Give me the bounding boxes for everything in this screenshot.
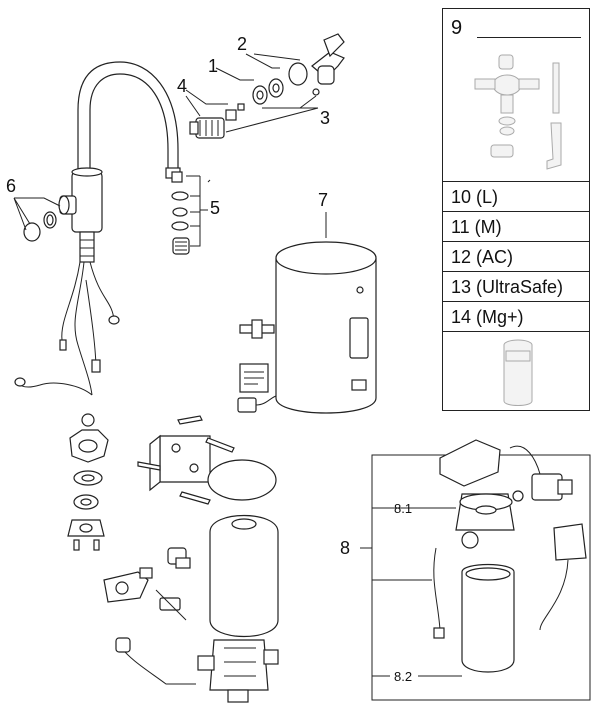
- accessory-11-label: 11 (M): [451, 217, 502, 237]
- filter-cartridge-illustration: [503, 339, 533, 406]
- callout-1: 1: [208, 56, 218, 76]
- filter-frame: [371, 439, 591, 701]
- fittings: [103, 547, 196, 685]
- divider: [443, 271, 589, 272]
- accessory-panel: 9 10 (L) 11 (M) 12 (AC) 13 (UltraSafe) 1…: [442, 8, 590, 411]
- faucet-body: [58, 61, 181, 263]
- divider: [443, 211, 589, 212]
- supply-hoses: [14, 261, 120, 396]
- boiler-tank: [237, 241, 377, 414]
- mounting-kit: [67, 413, 109, 551]
- callout-8: 8: [340, 538, 350, 558]
- accessory-13-label: 13 (UltraSafe): [451, 277, 564, 297]
- accessory-10-label: 10 (L): [451, 187, 499, 207]
- callout-5: 5: [210, 198, 220, 218]
- leader-lines: [13, 53, 462, 677]
- callout-2: 2: [237, 34, 247, 54]
- callout-4: 4: [177, 76, 187, 96]
- accessory-9-label: 9: [451, 17, 463, 39]
- divider: [443, 241, 589, 242]
- callout-8-2: 8.2: [394, 669, 412, 684]
- callout-3: 3: [320, 108, 330, 128]
- divider: [443, 301, 589, 302]
- callout-8-1: 8.1: [394, 501, 412, 516]
- divider: [477, 37, 581, 38]
- callout-labels: 1 2 3 4 5 6 7 8 8.1 8.2: [6, 34, 412, 684]
- expansion-vessel: [197, 515, 279, 703]
- divider: [443, 331, 589, 332]
- cartridge-group: [189, 33, 345, 139]
- accessory-9-illustration: [474, 54, 562, 170]
- accessory-14-label: 14 (Mg+): [451, 307, 524, 327]
- accessory-12-label: 12 (AC): [451, 247, 514, 267]
- aerator-stack: [171, 171, 190, 255]
- divider: [443, 181, 589, 182]
- callout-6: 6: [6, 176, 16, 196]
- wall-bracket: [137, 415, 277, 505]
- callout-7: 7: [318, 190, 328, 210]
- seal-rings: [23, 211, 57, 242]
